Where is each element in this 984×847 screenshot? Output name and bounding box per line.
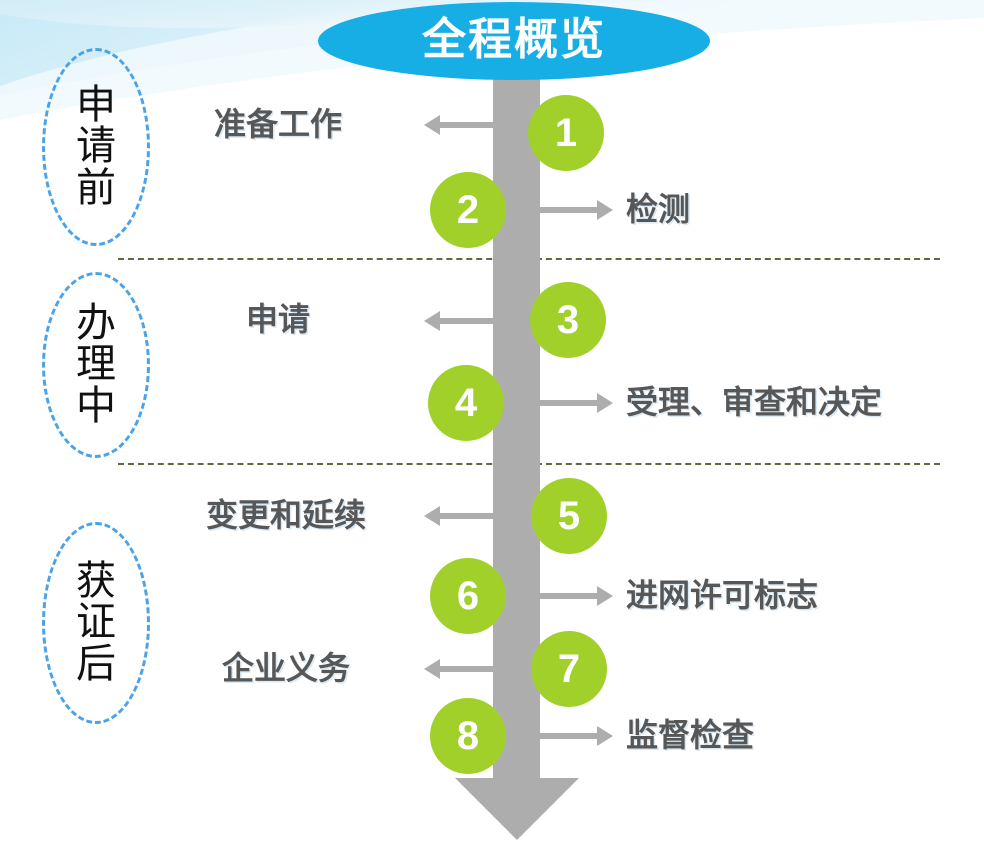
connector-line-3 — [440, 318, 500, 324]
arrow-left-icon-5 — [424, 506, 440, 526]
connector-line-1 — [440, 122, 500, 128]
arrow-right-icon-6 — [597, 586, 613, 606]
step-badge-2[interactable]: 2 — [430, 172, 506, 248]
step-label-8: 监督检查 — [626, 717, 755, 753]
step-badge-8[interactable]: 8 — [430, 698, 506, 774]
phase-2-char-2: 理 — [76, 341, 116, 388]
phase-3-char-1: 获 — [76, 557, 116, 604]
step-badge-3[interactable]: 3 — [530, 282, 606, 358]
step-label-7: 企业义务 — [222, 650, 351, 686]
step-number-3: 3 — [556, 298, 580, 342]
phase-3-char-2: 证 — [76, 599, 116, 646]
arrow-left-icon-1 — [424, 115, 440, 135]
step-badge-7[interactable]: 7 — [531, 631, 607, 707]
arrow-left-icon-7 — [424, 659, 440, 679]
arrow-right-icon-8 — [597, 726, 613, 746]
timeline-arrow-down-icon — [455, 778, 579, 840]
step-number-5: 5 — [557, 494, 581, 538]
step-badge-1[interactable]: 1 — [528, 95, 604, 171]
step-badge-4[interactable]: 4 — [428, 365, 504, 441]
phase-group-2: 办 理 中 — [42, 272, 150, 458]
step-number-8: 8 — [456, 714, 480, 758]
connector-line-8 — [535, 733, 597, 739]
step-label-3: 申请 — [246, 301, 311, 337]
phase-2-char-1: 办 — [76, 299, 116, 346]
phase-2-char-3: 中 — [76, 382, 116, 429]
step-label-5: 变更和延续 — [206, 497, 367, 533]
connector-line-5 — [440, 513, 500, 519]
connector-line-6 — [535, 593, 597, 599]
step-number-1: 1 — [554, 111, 578, 155]
arrow-left-icon-3 — [424, 311, 440, 331]
step-label-4: 受理、审查和决定 — [626, 384, 883, 420]
step-badge-6[interactable]: 6 — [430, 558, 506, 634]
arrow-right-icon-2 — [597, 200, 613, 220]
connector-line-4 — [535, 400, 597, 406]
step-label-2: 检测 — [626, 191, 691, 227]
step-number-4: 4 — [454, 381, 478, 425]
phase-1-char-1: 申 — [76, 81, 116, 128]
phase-1-char-3: 前 — [76, 164, 116, 211]
connector-line-2 — [535, 207, 597, 213]
step-badge-5[interactable]: 5 — [531, 478, 607, 554]
step-number-2: 2 — [456, 188, 480, 232]
diagram-title-banner: 全程概览 — [318, 2, 710, 80]
step-number-6: 6 — [456, 574, 480, 618]
connector-line-7 — [440, 666, 500, 672]
phase-group-1: 申 请 前 — [42, 48, 150, 246]
arrow-right-icon-4 — [597, 393, 613, 413]
step-label-6: 进网许可标志 — [626, 577, 819, 613]
page-title: 全程概览 — [422, 15, 606, 64]
phase-group-3: 获 证 后 — [42, 522, 150, 724]
step-label-1: 准备工作 — [214, 106, 343, 142]
phase-1-char-2: 请 — [76, 123, 116, 170]
step-number-7: 7 — [557, 647, 581, 691]
phase-3-char-3: 后 — [76, 640, 116, 687]
